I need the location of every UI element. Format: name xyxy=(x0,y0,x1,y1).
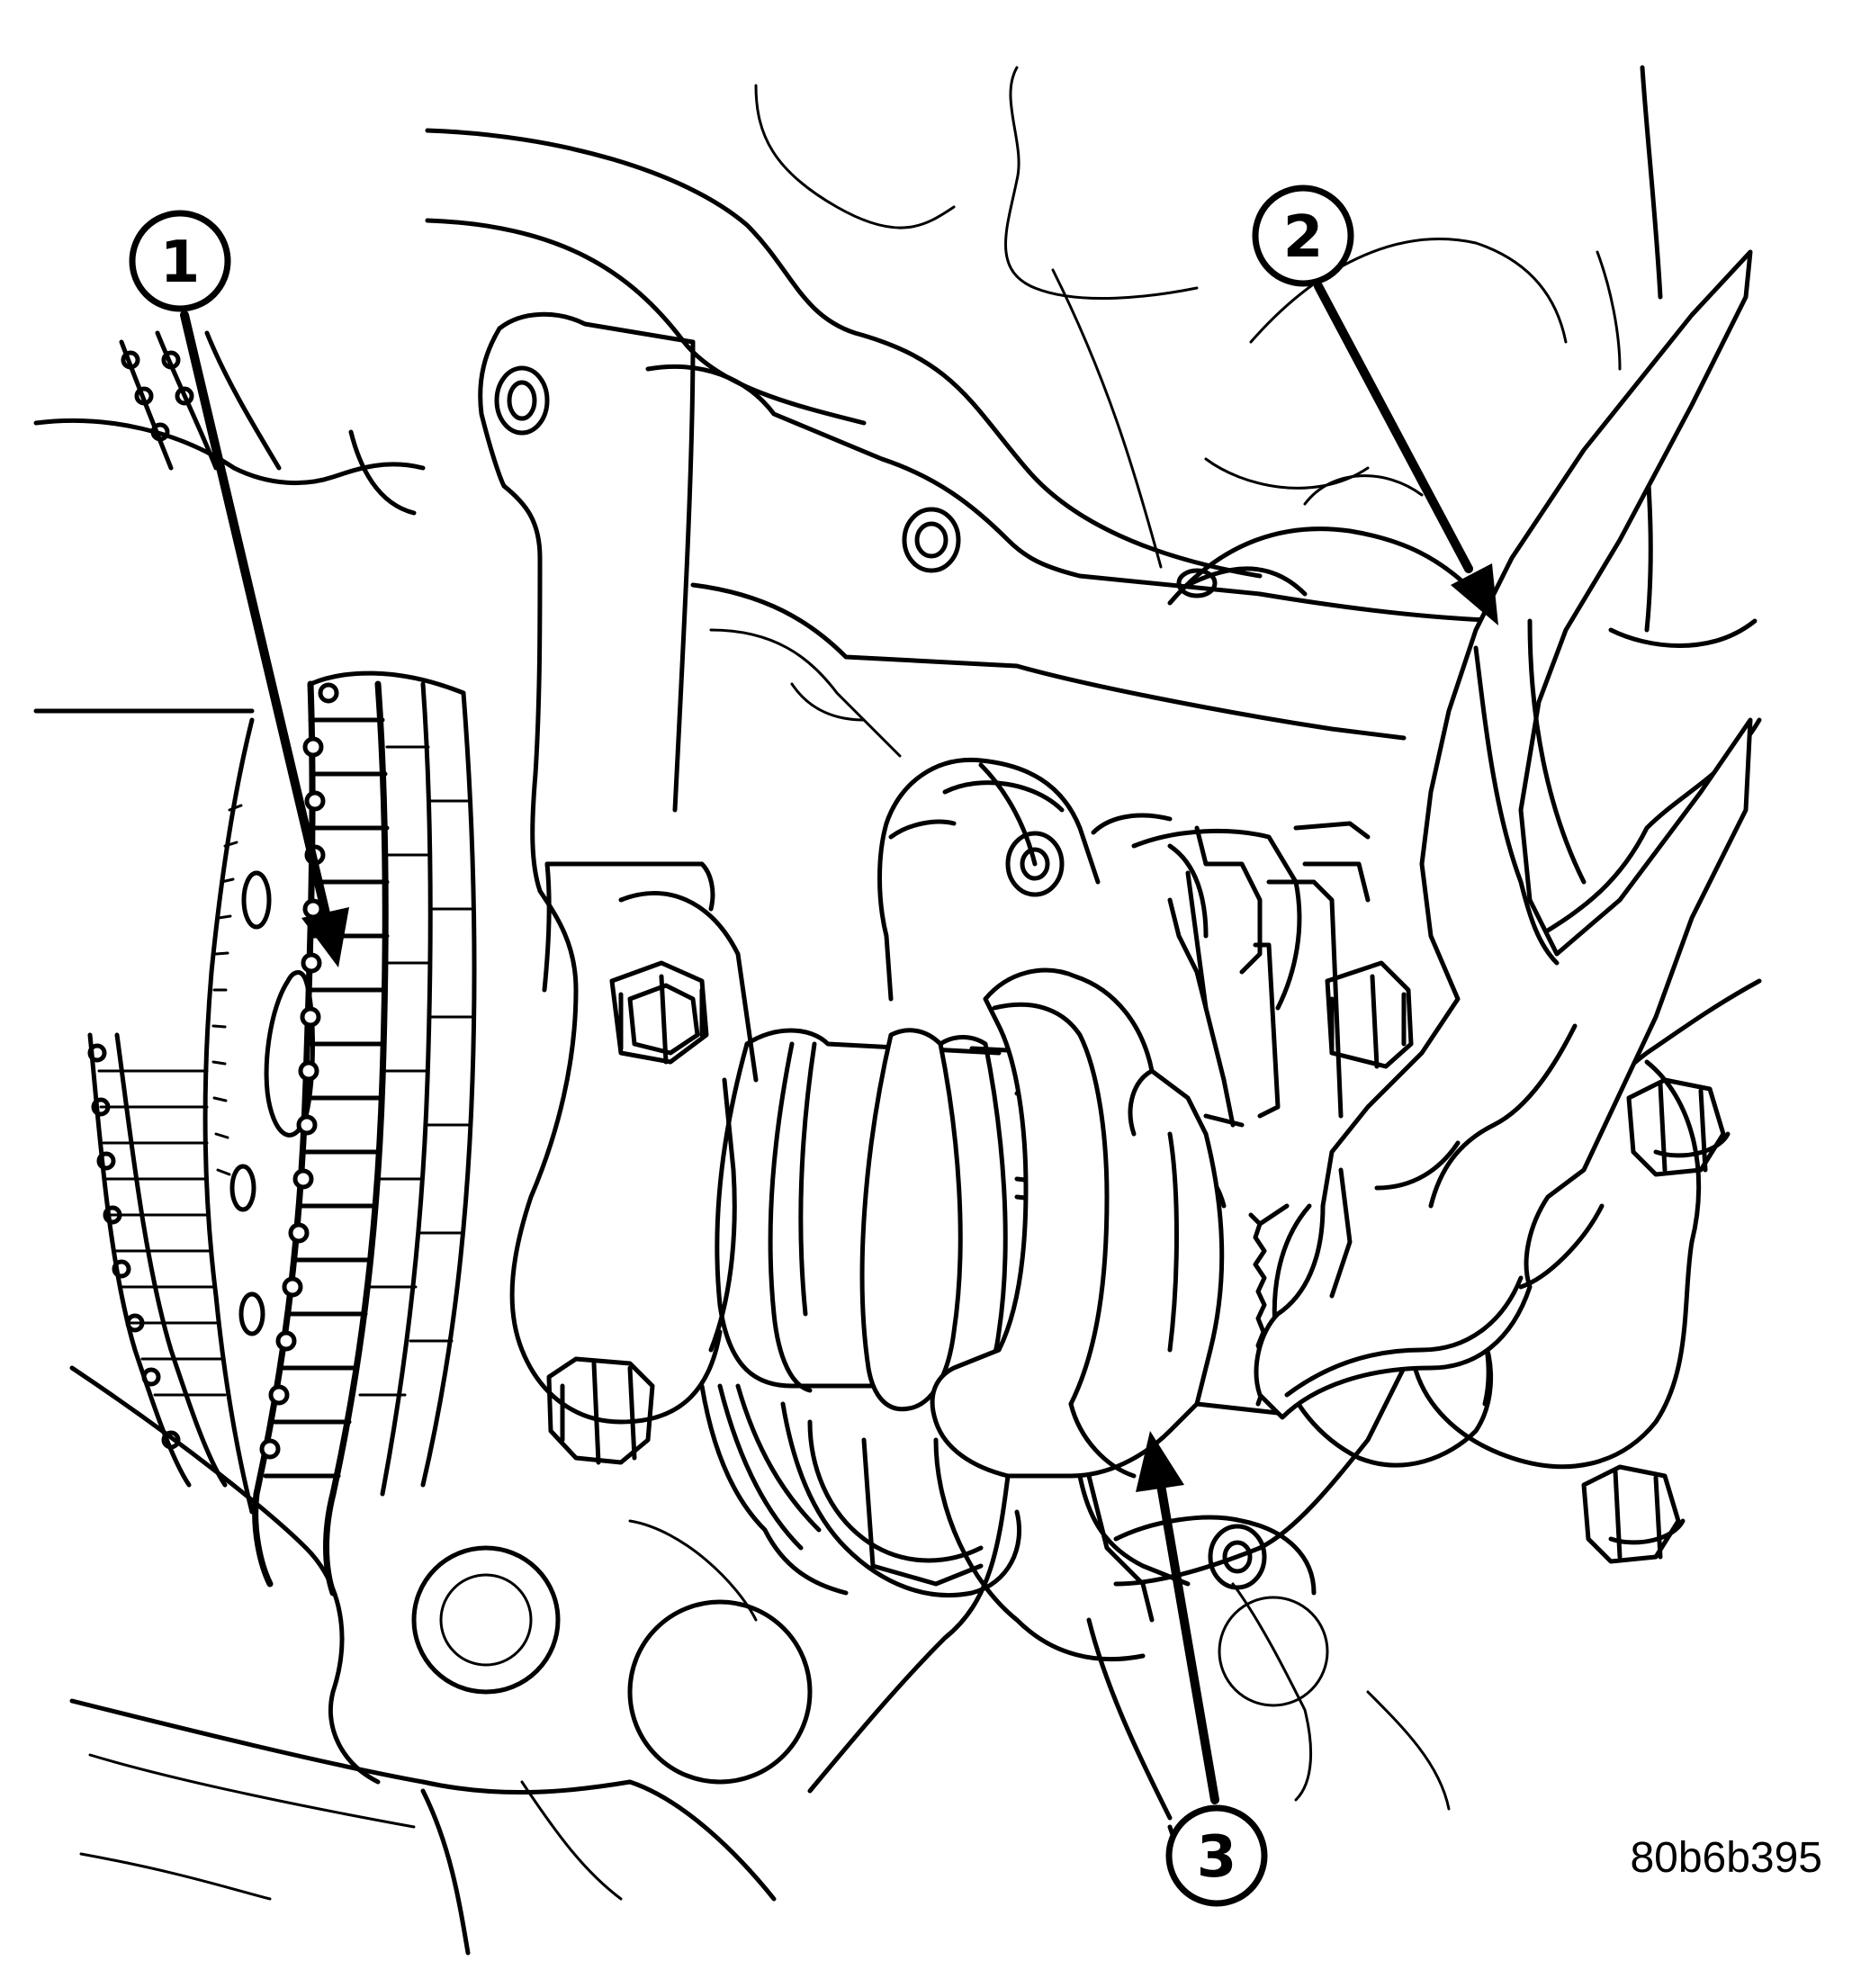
upper-chain-strand xyxy=(119,330,282,471)
cam-sprocket xyxy=(202,717,315,1515)
cam-bearing-cap-left xyxy=(478,311,759,1465)
spanner-wrench xyxy=(1254,249,1753,1420)
cylinder-head-surface xyxy=(645,364,1533,758)
leader-line-1 xyxy=(180,310,330,918)
journal-saddle xyxy=(877,757,1173,1002)
arrowhead-2 xyxy=(1451,563,1498,625)
callout-2-number: 2 xyxy=(1283,204,1324,271)
camshaft-lobes xyxy=(699,1383,1317,1623)
leader-lines xyxy=(180,282,1498,1804)
figure-code: 80b6b395 xyxy=(1630,1834,1822,1882)
arrowhead-3 xyxy=(1136,1431,1184,1492)
callout-3-number: 3 xyxy=(1197,1824,1237,1891)
callout-3: 3 xyxy=(1165,1804,1268,1907)
leader-line-2 xyxy=(1314,282,1473,573)
left-chain-strand xyxy=(87,1032,228,1488)
arrowhead-1 xyxy=(301,907,349,967)
callout-1-number: 1 xyxy=(160,229,201,296)
callout-1: 1 xyxy=(129,210,231,312)
camshaft-tool xyxy=(930,967,1225,1479)
right-bolts xyxy=(1581,1077,1731,1564)
leader-line-3 xyxy=(1156,1480,1219,1804)
callout-2: 2 xyxy=(1252,184,1354,287)
right-bearing-area xyxy=(1131,821,1493,1468)
